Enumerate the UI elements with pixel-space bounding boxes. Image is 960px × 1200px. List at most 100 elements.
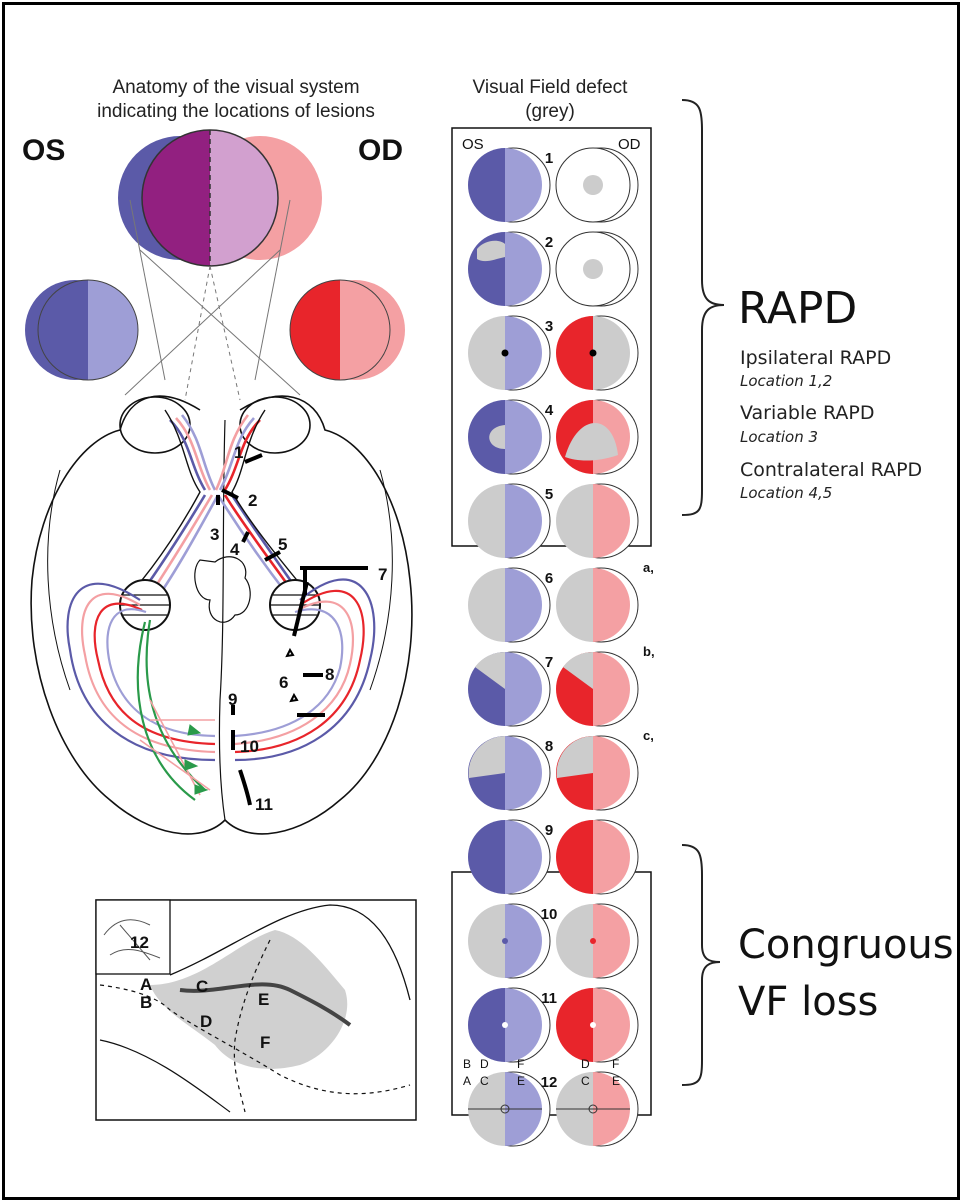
od-monocular-field <box>289 279 405 381</box>
vf-od-field-6 <box>556 567 639 643</box>
vf-row-2: 2 <box>468 231 639 307</box>
side-letter-c: c, <box>643 728 654 743</box>
lesion-number-7: 7 <box>378 565 387 584</box>
r12-left-d: D <box>480 1057 489 1071</box>
vf-row-7: 7 <box>468 651 639 727</box>
lesion-number-10: 10 <box>240 737 259 756</box>
inset-label-12: 12 <box>130 933 149 952</box>
vf-row-number-8: 8 <box>545 738 553 755</box>
inset-label-d: D <box>200 1012 212 1031</box>
vf-os-field-5 <box>468 483 551 559</box>
vf-row-number-12: 12 <box>541 1074 558 1091</box>
vf-od-field-3 <box>556 315 639 391</box>
vf-os-field-2 <box>468 231 551 307</box>
vf-os-field-11 <box>468 987 551 1063</box>
lesion-number-1: 1 <box>234 443 243 462</box>
vf-row-3: 3 <box>468 315 639 391</box>
vf-row-6: 6 <box>468 567 639 643</box>
vf-row-number-9: 9 <box>545 822 553 839</box>
lesion-number-11: 11 <box>255 795 273 814</box>
vf-os-label: OS <box>462 136 484 153</box>
vf-od-field-2 <box>555 231 639 307</box>
congruous-line2: VF loss <box>738 979 878 1025</box>
vf-row-4: 4 <box>468 399 639 475</box>
brain-outline <box>30 395 413 835</box>
left-title-line2: indicating the locations of lesions <box>97 101 375 122</box>
rapd-item-2-location: Location 3 <box>740 428 818 446</box>
lesion-number-9: 9 <box>228 690 237 709</box>
rapd-heading: RAPD <box>738 283 857 334</box>
congruous-line1: Congruous <box>738 922 954 968</box>
lesion-number-8: 8 <box>325 665 334 684</box>
vf-row-12: 12 <box>468 1071 639 1147</box>
r12-right-d: D <box>581 1057 590 1071</box>
r12-right-f: F <box>612 1057 619 1071</box>
vf-row-11: 11 <box>468 987 639 1063</box>
lesion-number-4: 4 <box>230 540 240 559</box>
vf-od-field-9 <box>556 819 639 895</box>
r12-left-a: A <box>463 1074 471 1088</box>
rapd-item-2-label: Variable RAPD <box>740 402 874 424</box>
vf-od-field-5 <box>556 483 639 559</box>
rapd-item-3-label: Contralateral RAPD <box>740 459 922 481</box>
visual-pathway <box>119 396 311 601</box>
vf-row-number-5: 5 <box>545 486 553 503</box>
vf-od-field-10 <box>556 903 639 979</box>
vf-row-number-4: 4 <box>545 402 554 419</box>
inset-label-a: A <box>140 975 152 994</box>
lesion-number-3: 3 <box>210 525 219 544</box>
rapd-brace <box>681 99 725 516</box>
vf-od-label: OD <box>618 136 641 153</box>
vf-row-number-10: 10 <box>541 906 558 923</box>
rapd-item-1-location: Location 1,2 <box>740 372 832 390</box>
vf-row-number-3: 3 <box>545 318 553 335</box>
vf-row-number-6: 6 <box>545 570 553 587</box>
r12-left-b: B <box>463 1057 471 1071</box>
r12-left-e: E <box>517 1074 525 1088</box>
congruous-brace <box>681 844 721 1086</box>
congruous-box <box>451 871 652 1116</box>
r12-right-c: C <box>581 1074 590 1088</box>
occipital-inset <box>95 899 417 1121</box>
vf-row-8: 8 <box>468 735 639 811</box>
right-title-line2: (grey) <box>525 101 575 122</box>
lesion-number-6: 6 <box>279 673 288 692</box>
vf-row-number-11: 11 <box>541 990 557 1007</box>
side-letter-a: a, <box>643 560 654 575</box>
lgn-right <box>269 579 321 631</box>
rapd-item-3-location: Location 4,5 <box>740 484 832 502</box>
left-title-line1: Anatomy of the visual system <box>112 77 359 98</box>
r12-right-e: E <box>612 1074 620 1088</box>
vf-os-field-1 <box>468 147 551 223</box>
vf-row-number-7: 7 <box>545 654 553 671</box>
optic-radiations <box>66 578 376 801</box>
vf-od-field-11 <box>556 987 639 1063</box>
os-label: OS <box>22 134 65 167</box>
vf-os-field-6 <box>468 567 551 643</box>
vf-os-field-4 <box>468 399 551 475</box>
inset-label-c: C <box>196 977 208 996</box>
od-label: OD <box>358 134 403 167</box>
vf-od-field-1 <box>555 147 639 223</box>
vf-os-field-9 <box>468 819 551 895</box>
lesion-number-2: 2 <box>248 491 257 510</box>
vf-os-field-10 <box>468 903 551 979</box>
vf-os-field-3 <box>468 315 551 391</box>
lesion-number-5: 5 <box>278 535 287 554</box>
vf-row-1: 1 <box>468 147 639 223</box>
side-letter-b: b, <box>643 644 655 659</box>
inset-label-b: B <box>140 993 152 1012</box>
vf-row-number-2: 2 <box>545 234 553 251</box>
vf-row-number-1: 1 <box>545 150 553 167</box>
binocular-field-overlap <box>118 129 322 267</box>
lgn-left <box>119 579 171 631</box>
vf-row-5: 5 <box>468 483 639 559</box>
rapd-item-1-label: Ipsilateral RAPD <box>740 347 891 369</box>
vf-row-9: 9 <box>468 819 639 895</box>
os-monocular-field <box>25 279 139 381</box>
r12-left-f: F <box>517 1057 524 1071</box>
inset-label-e: E <box>258 990 269 1009</box>
